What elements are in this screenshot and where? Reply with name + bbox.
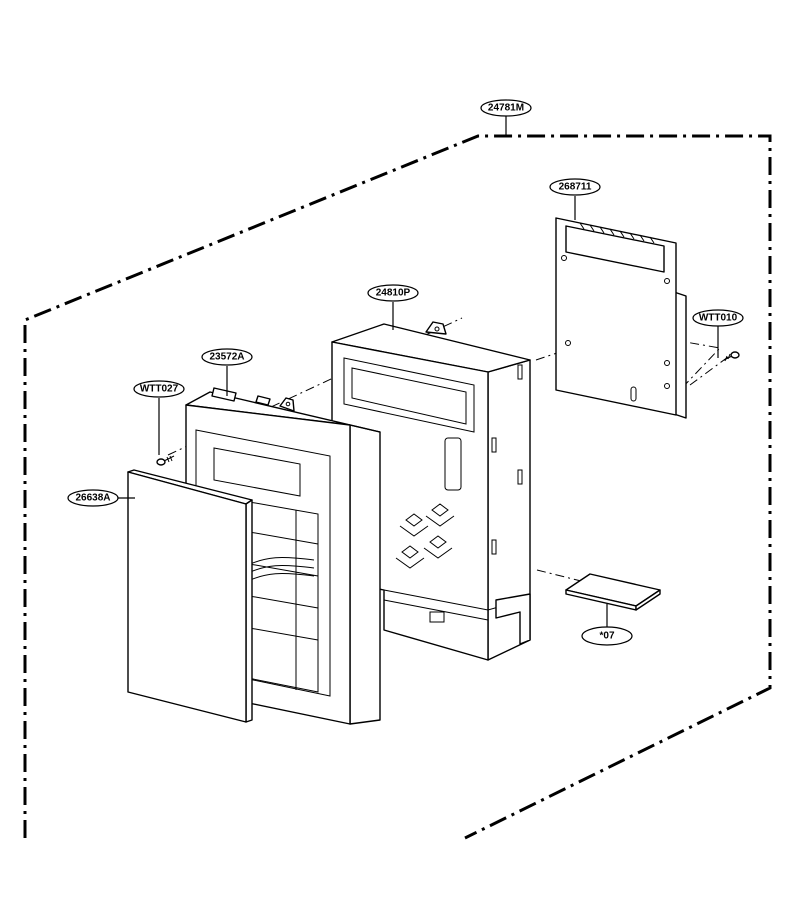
assembly-boundary	[23, 134, 772, 840]
callout-assembly-label: 24781M	[488, 103, 524, 114]
callout-panel: 23572A	[201, 348, 253, 366]
callout-cable-label: *07	[599, 631, 614, 642]
panel-screw	[156, 455, 175, 466]
callout-pcb-screw-label: WTT010	[699, 313, 738, 324]
callout-pcb: 268711	[549, 178, 601, 196]
callout-panel-screw: WTT027	[133, 380, 185, 398]
membrane-overlay	[127, 469, 253, 723]
callout-assembly: 24781M	[480, 99, 532, 117]
callout-frame: 24810P	[367, 284, 419, 302]
callout-pcb-screw: WTT010	[692, 309, 744, 327]
pcb-board	[555, 217, 687, 419]
callout-panel-screw-label: WTT027	[140, 384, 179, 395]
callout-membrane-label: 26638A	[75, 493, 110, 504]
callout-panel-label: 23572A	[209, 352, 244, 363]
callout-cable: *07	[581, 626, 633, 646]
callout-frame-label: 24810P	[376, 288, 411, 299]
callout-pcb-label: 268711	[559, 182, 592, 193]
pcb-screw	[723, 351, 740, 362]
leader-lines	[118, 116, 719, 627]
callout-membrane: 26638A	[67, 489, 119, 507]
cable-part	[565, 573, 661, 611]
